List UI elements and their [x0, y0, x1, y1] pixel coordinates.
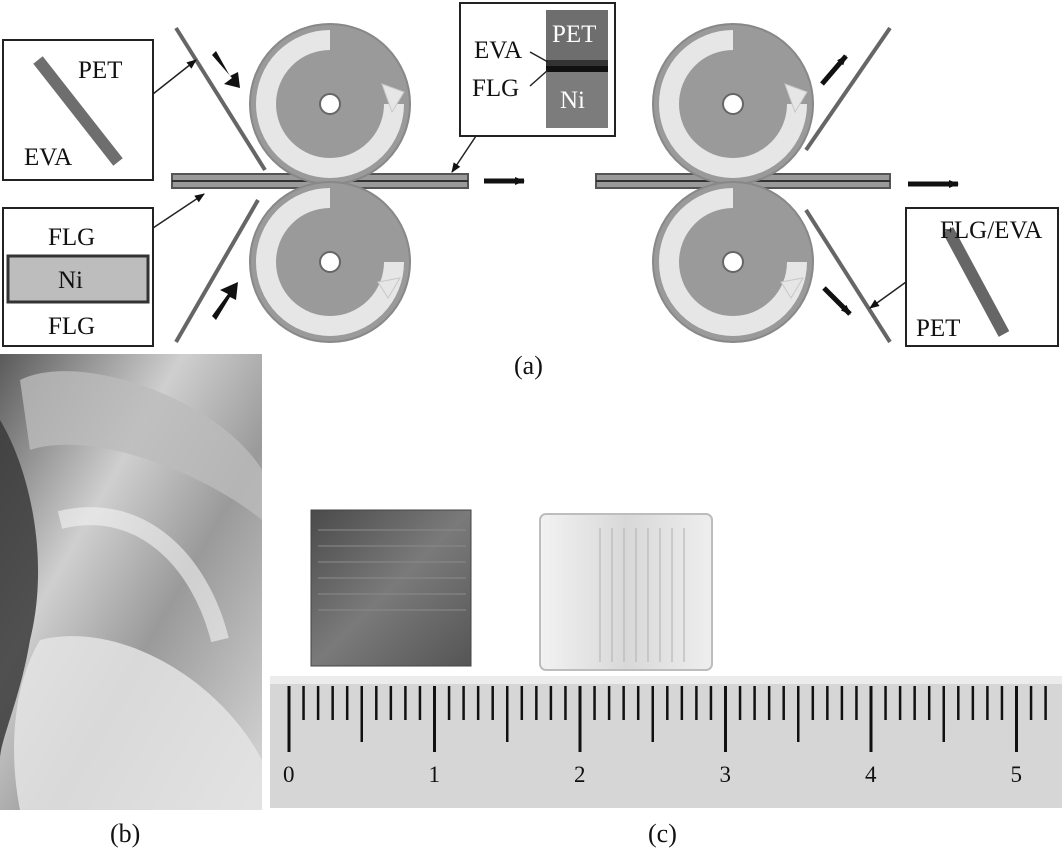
roller-bottom-right: [652, 181, 814, 343]
rotation-arrow-icon: [780, 277, 804, 299]
ruler-number: 4: [865, 762, 877, 787]
inset-stack-eva-label: EVA: [474, 37, 522, 64]
ruler-ticks: [287, 686, 1047, 752]
inset-stack-pet-label: PET: [552, 21, 596, 48]
inset-flg-bottom-label: FLG: [48, 313, 95, 340]
ruler-labels: 0 1 2 3 4 5: [283, 762, 1022, 787]
ruler-number: 1: [429, 762, 441, 787]
inset-flg-ni: FLG Ni FLG: [2, 193, 205, 347]
top-feed-film: [174, 26, 267, 172]
ruler-number: 5: [1011, 762, 1023, 787]
ruler-number: 0: [283, 762, 295, 787]
inset-ni-label: Ni: [58, 267, 83, 294]
rotation-arrow-icon: [784, 83, 808, 114]
ruler-number: 2: [574, 762, 586, 787]
top-output-film: [804, 26, 892, 152]
caption-a: (a): [514, 351, 543, 380]
inset-stack-ni-label: Ni: [560, 87, 585, 114]
output-arrow-icon: [822, 286, 852, 316]
rotation-arrow-icon: [377, 277, 401, 299]
inset-pet-eva: PET EVA: [2, 39, 197, 181]
roller-top-left: [249, 23, 411, 185]
feed-arrow-icon: [212, 282, 238, 320]
inset-output-flg-eva-label: FLG/EVA: [940, 217, 1042, 244]
panel-c: 0 1 2 3 4 5 (c): [270, 509, 1062, 848]
inset-output: FLG/EVA PET: [869, 207, 1059, 347]
feed-arrow-icon: [212, 51, 240, 88]
roller-top-right: [652, 23, 814, 185]
caption-c: (c): [648, 819, 677, 848]
inset-stack: PET EVA FLG Ni: [451, 2, 616, 173]
output-arrow-icon: [820, 54, 848, 86]
inset-pet-label: PET: [78, 57, 122, 84]
bottom-feed-film: [174, 198, 260, 344]
ruler-number: 3: [720, 762, 732, 787]
panel-b: (b): [0, 354, 262, 848]
inset-output-pet-label: PET: [916, 315, 960, 342]
dark-sample: [310, 509, 472, 667]
panel-a: PET EVA FLG Ni FLG PET EVA FLG Ni: [2, 2, 1059, 380]
transparent-sample: [539, 513, 713, 671]
rotation-arrow-icon: [381, 83, 405, 114]
inset-stack-flg-label: FLG: [472, 75, 519, 102]
roller-bottom-left: [249, 181, 411, 343]
caption-b: (b): [110, 819, 140, 848]
inset-eva-label: EVA: [24, 144, 72, 171]
bottom-output-film: [804, 208, 892, 344]
inset-flg-top-label: FLG: [48, 224, 95, 251]
